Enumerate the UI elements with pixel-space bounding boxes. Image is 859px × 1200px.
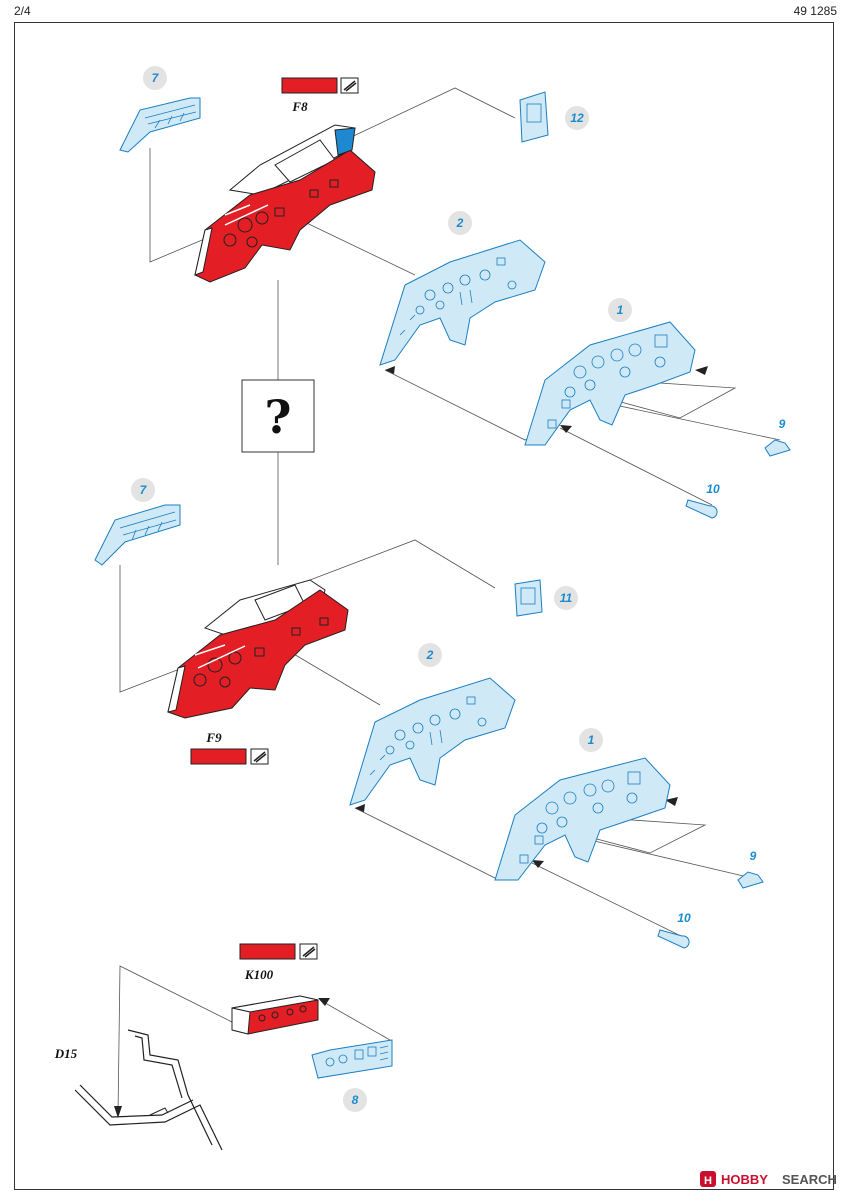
arrow-head: [318, 998, 330, 1006]
watermark-logo-icon: [700, 1171, 716, 1187]
main-panel-part: [494, 757, 671, 881]
step-top: 7 F8: [119, 66, 791, 519]
paint-ref: F9: [205, 730, 222, 745]
dashboard-assembly: [167, 579, 349, 719]
part-number: 12: [570, 111, 584, 125]
lever-part: [737, 871, 764, 889]
part-number: 7: [152, 71, 160, 85]
part-number: 8: [352, 1093, 359, 1107]
leader-line: [344, 87, 516, 141]
brush-icon-stroke: [343, 80, 357, 92]
part-bubble: [554, 586, 578, 610]
part-bubble: [131, 478, 155, 502]
leader-line: [589, 839, 753, 879]
paint-ref: K100: [244, 967, 274, 982]
watermark-suffix: SEARCH: [782, 1172, 837, 1187]
detail-plate-part: [519, 91, 549, 143]
leader-line: [529, 861, 686, 939]
part-bubble: [565, 106, 589, 130]
part-number: 9: [779, 417, 786, 431]
lever-part: [764, 439, 791, 457]
part-number: 9: [750, 849, 757, 863]
step-middle: 7 F9: [94, 478, 764, 949]
arrow-head: [560, 425, 572, 433]
front-panel-part: [379, 239, 546, 366]
part-bubble: [418, 643, 442, 667]
leader-line: [559, 814, 707, 854]
part-number: 10: [677, 911, 691, 925]
arrow-head: [695, 366, 708, 375]
part-number: 7: [140, 483, 148, 497]
svg-text:H: H: [704, 1175, 712, 1187]
side-panel-part: [94, 504, 181, 566]
leader-line: [289, 214, 416, 276]
arrow-head: [355, 804, 365, 812]
arrow-head: [532, 860, 544, 868]
dashboard-assembly: [194, 124, 376, 283]
part-number: 1: [617, 303, 624, 317]
red-swatch: [190, 748, 247, 765]
red-swatch: [239, 943, 296, 960]
page-number: 2/4: [14, 4, 31, 18]
step-bottom: K100 D: [54, 943, 393, 1151]
part-bubble: [448, 211, 472, 235]
detail-plate-part: [514, 579, 543, 617]
part-bubble: [579, 728, 603, 752]
watermark: H HOBBY SEARCH: [700, 1171, 837, 1187]
leader-line: [559, 427, 713, 506]
part-number: 2: [426, 648, 434, 662]
main-panel-part: [524, 321, 696, 446]
part-number: 11: [560, 591, 573, 605]
brush-icon-stroke: [302, 946, 316, 958]
part-number: 10: [706, 482, 720, 496]
arrow-head: [114, 1106, 122, 1118]
paint-ref: F8: [291, 99, 308, 114]
page-frame: [14, 22, 834, 1190]
panel-part: [311, 1039, 393, 1079]
leader-line: [309, 539, 496, 589]
front-panel-part: [349, 677, 516, 806]
part-ref: D15: [54, 1046, 78, 1061]
part-bubble: [143, 66, 167, 90]
lever-part: [657, 929, 690, 949]
option-box: [241, 379, 315, 453]
part-number: 2: [456, 216, 464, 230]
document-code: 49 1285: [793, 4, 837, 18]
red-swatch: [281, 77, 338, 94]
part-bubble: [343, 1088, 367, 1112]
option-marker: ?: [265, 390, 292, 444]
part-number: 1: [588, 733, 595, 747]
red-block-assembly: [231, 995, 319, 1035]
brush-icon-stroke: [253, 751, 267, 763]
leader-line: [614, 404, 781, 441]
watermark-brand: HOBBY: [721, 1172, 768, 1187]
leader-line: [117, 965, 233, 1116]
arrow-head: [385, 366, 395, 374]
console-outline-part: [74, 1029, 223, 1151]
arrow-head: [665, 797, 678, 806]
leader-line: [319, 999, 391, 1041]
part-bubble: [608, 298, 632, 322]
side-panel-part: [119, 97, 201, 153]
lever-part: [685, 499, 718, 519]
